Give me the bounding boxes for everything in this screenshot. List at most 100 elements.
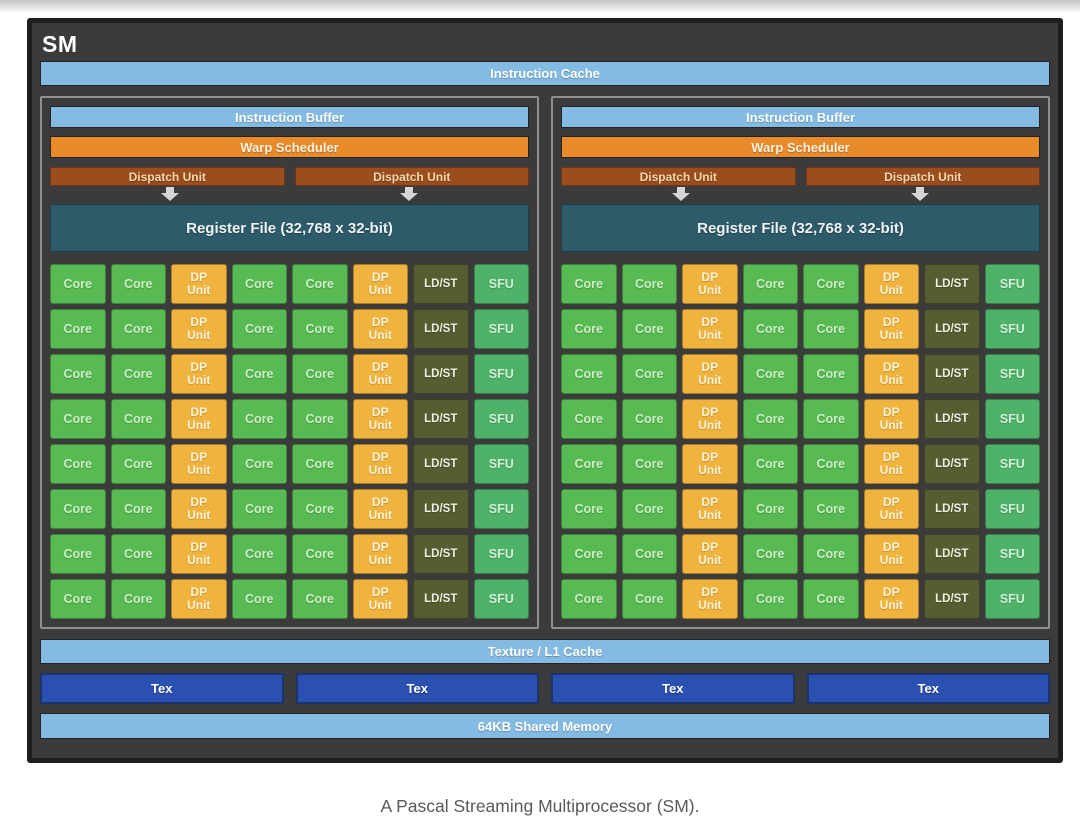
- dp-cell: DP Unit: [171, 264, 227, 304]
- core-cell: Core: [50, 489, 106, 529]
- dp-cell: DP Unit: [863, 534, 919, 574]
- core-cell: Core: [231, 354, 287, 394]
- ldst-cell: LD/ST: [413, 309, 469, 349]
- core-cell: Core: [803, 354, 859, 394]
- core-cell: Core: [110, 399, 166, 439]
- sfu-cell: SFU: [984, 354, 1040, 394]
- core-cell: Core: [621, 309, 677, 349]
- core-cell: Core: [292, 579, 348, 619]
- dp-cell: DP Unit: [863, 309, 919, 349]
- ldst-cell: LD/ST: [413, 399, 469, 439]
- ldst-cell: LD/ST: [413, 534, 469, 574]
- dispatch-arrows: [50, 187, 529, 201]
- core-cell: Core: [561, 399, 617, 439]
- sfu-cell: SFU: [473, 309, 529, 349]
- dp-cell: DP Unit: [863, 489, 919, 529]
- tex-row: Tex Tex Tex Tex: [40, 673, 1050, 704]
- register-file-bar: Register File (32,768 x 32-bit): [561, 204, 1040, 252]
- instruction-buffer-bar: Instruction Buffer: [50, 106, 529, 128]
- core-cell: Core: [803, 399, 859, 439]
- dispatch-unit: Dispatch Unit: [561, 167, 796, 186]
- ldst-cell: LD/ST: [924, 399, 980, 439]
- warp-scheduler-bar: Warp Scheduler: [561, 136, 1040, 158]
- ldst-cell: LD/ST: [413, 444, 469, 484]
- dp-cell: DP Unit: [171, 444, 227, 484]
- core-cell: Core: [110, 309, 166, 349]
- dp-cell: DP Unit: [863, 354, 919, 394]
- sfu-cell: SFU: [473, 399, 529, 439]
- sfu-cell: SFU: [473, 444, 529, 484]
- dp-cell: DP Unit: [352, 399, 408, 439]
- ldst-cell: LD/ST: [413, 264, 469, 304]
- dispatch-unit: Dispatch Unit: [50, 167, 285, 186]
- ldst-cell: LD/ST: [413, 354, 469, 394]
- sfu-cell: SFU: [984, 489, 1040, 529]
- core-cell: Core: [50, 399, 106, 439]
- core-cell: Core: [110, 579, 166, 619]
- core-cell: Core: [50, 534, 106, 574]
- ldst-cell: LD/ST: [924, 354, 980, 394]
- dp-cell: DP Unit: [682, 399, 738, 439]
- core-cell: Core: [292, 309, 348, 349]
- dp-cell: DP Unit: [352, 444, 408, 484]
- tex-unit: Tex: [295, 673, 539, 704]
- core-cell: Core: [50, 354, 106, 394]
- dp-cell: DP Unit: [682, 354, 738, 394]
- core-cell: Core: [50, 579, 106, 619]
- dp-cell: DP Unit: [171, 309, 227, 349]
- ldst-cell: LD/ST: [924, 309, 980, 349]
- core-cell: Core: [292, 489, 348, 529]
- core-cell: Core: [561, 354, 617, 394]
- dp-cell: DP Unit: [682, 444, 738, 484]
- core-cell: Core: [742, 444, 798, 484]
- dp-cell: DP Unit: [352, 489, 408, 529]
- core-cell: Core: [803, 534, 859, 574]
- ldst-cell: LD/ST: [924, 489, 980, 529]
- core-cell: Core: [231, 444, 287, 484]
- down-arrow-icon: [400, 187, 419, 201]
- core-cell: Core: [110, 264, 166, 304]
- core-cell: Core: [621, 444, 677, 484]
- dp-cell: DP Unit: [171, 534, 227, 574]
- core-cell: Core: [561, 309, 617, 349]
- core-cell: Core: [621, 534, 677, 574]
- core-cell: Core: [231, 309, 287, 349]
- core-cell: Core: [231, 264, 287, 304]
- core-cell: Core: [742, 309, 798, 349]
- sfu-cell: SFU: [984, 579, 1040, 619]
- core-cell: Core: [231, 534, 287, 574]
- core-cell: Core: [742, 534, 798, 574]
- sfu-cell: SFU: [984, 309, 1040, 349]
- dp-cell: DP Unit: [352, 534, 408, 574]
- core-cell: Core: [742, 579, 798, 619]
- figure-caption: A Pascal Streaming Multiprocessor (SM).: [380, 796, 700, 816]
- sfu-cell: SFU: [984, 399, 1040, 439]
- core-cell: Core: [561, 444, 617, 484]
- sfu-cell: SFU: [984, 444, 1040, 484]
- dp-cell: DP Unit: [171, 579, 227, 619]
- dp-cell: DP Unit: [171, 354, 227, 394]
- texture-l1-cache-bar: Texture / L1 Cache: [40, 639, 1050, 664]
- dp-cell: DP Unit: [682, 489, 738, 529]
- core-cell: Core: [231, 489, 287, 529]
- partition-right: Instruction Buffer Warp Scheduler Dispat…: [551, 96, 1050, 629]
- core-cell: Core: [621, 264, 677, 304]
- sfu-cell: SFU: [473, 354, 529, 394]
- sfu-cell: SFU: [984, 534, 1040, 574]
- ldst-cell: LD/ST: [924, 444, 980, 484]
- sfu-cell: SFU: [473, 489, 529, 529]
- dispatch-unit: Dispatch Unit: [805, 167, 1040, 186]
- warp-scheduler-bar: Warp Scheduler: [50, 136, 529, 158]
- dp-cell: DP Unit: [682, 264, 738, 304]
- dispatch-row: Dispatch Unit Dispatch Unit: [50, 167, 529, 186]
- dp-cell: DP Unit: [863, 444, 919, 484]
- core-cell: Core: [803, 489, 859, 529]
- ldst-cell: LD/ST: [413, 579, 469, 619]
- core-cell: Core: [292, 264, 348, 304]
- core-cell: Core: [292, 534, 348, 574]
- dp-cell: DP Unit: [171, 399, 227, 439]
- down-arrow-icon: [911, 187, 930, 201]
- register-file-bar: Register File (32,768 x 32-bit): [50, 204, 529, 252]
- dp-cell: DP Unit: [352, 354, 408, 394]
- core-cell: Core: [621, 579, 677, 619]
